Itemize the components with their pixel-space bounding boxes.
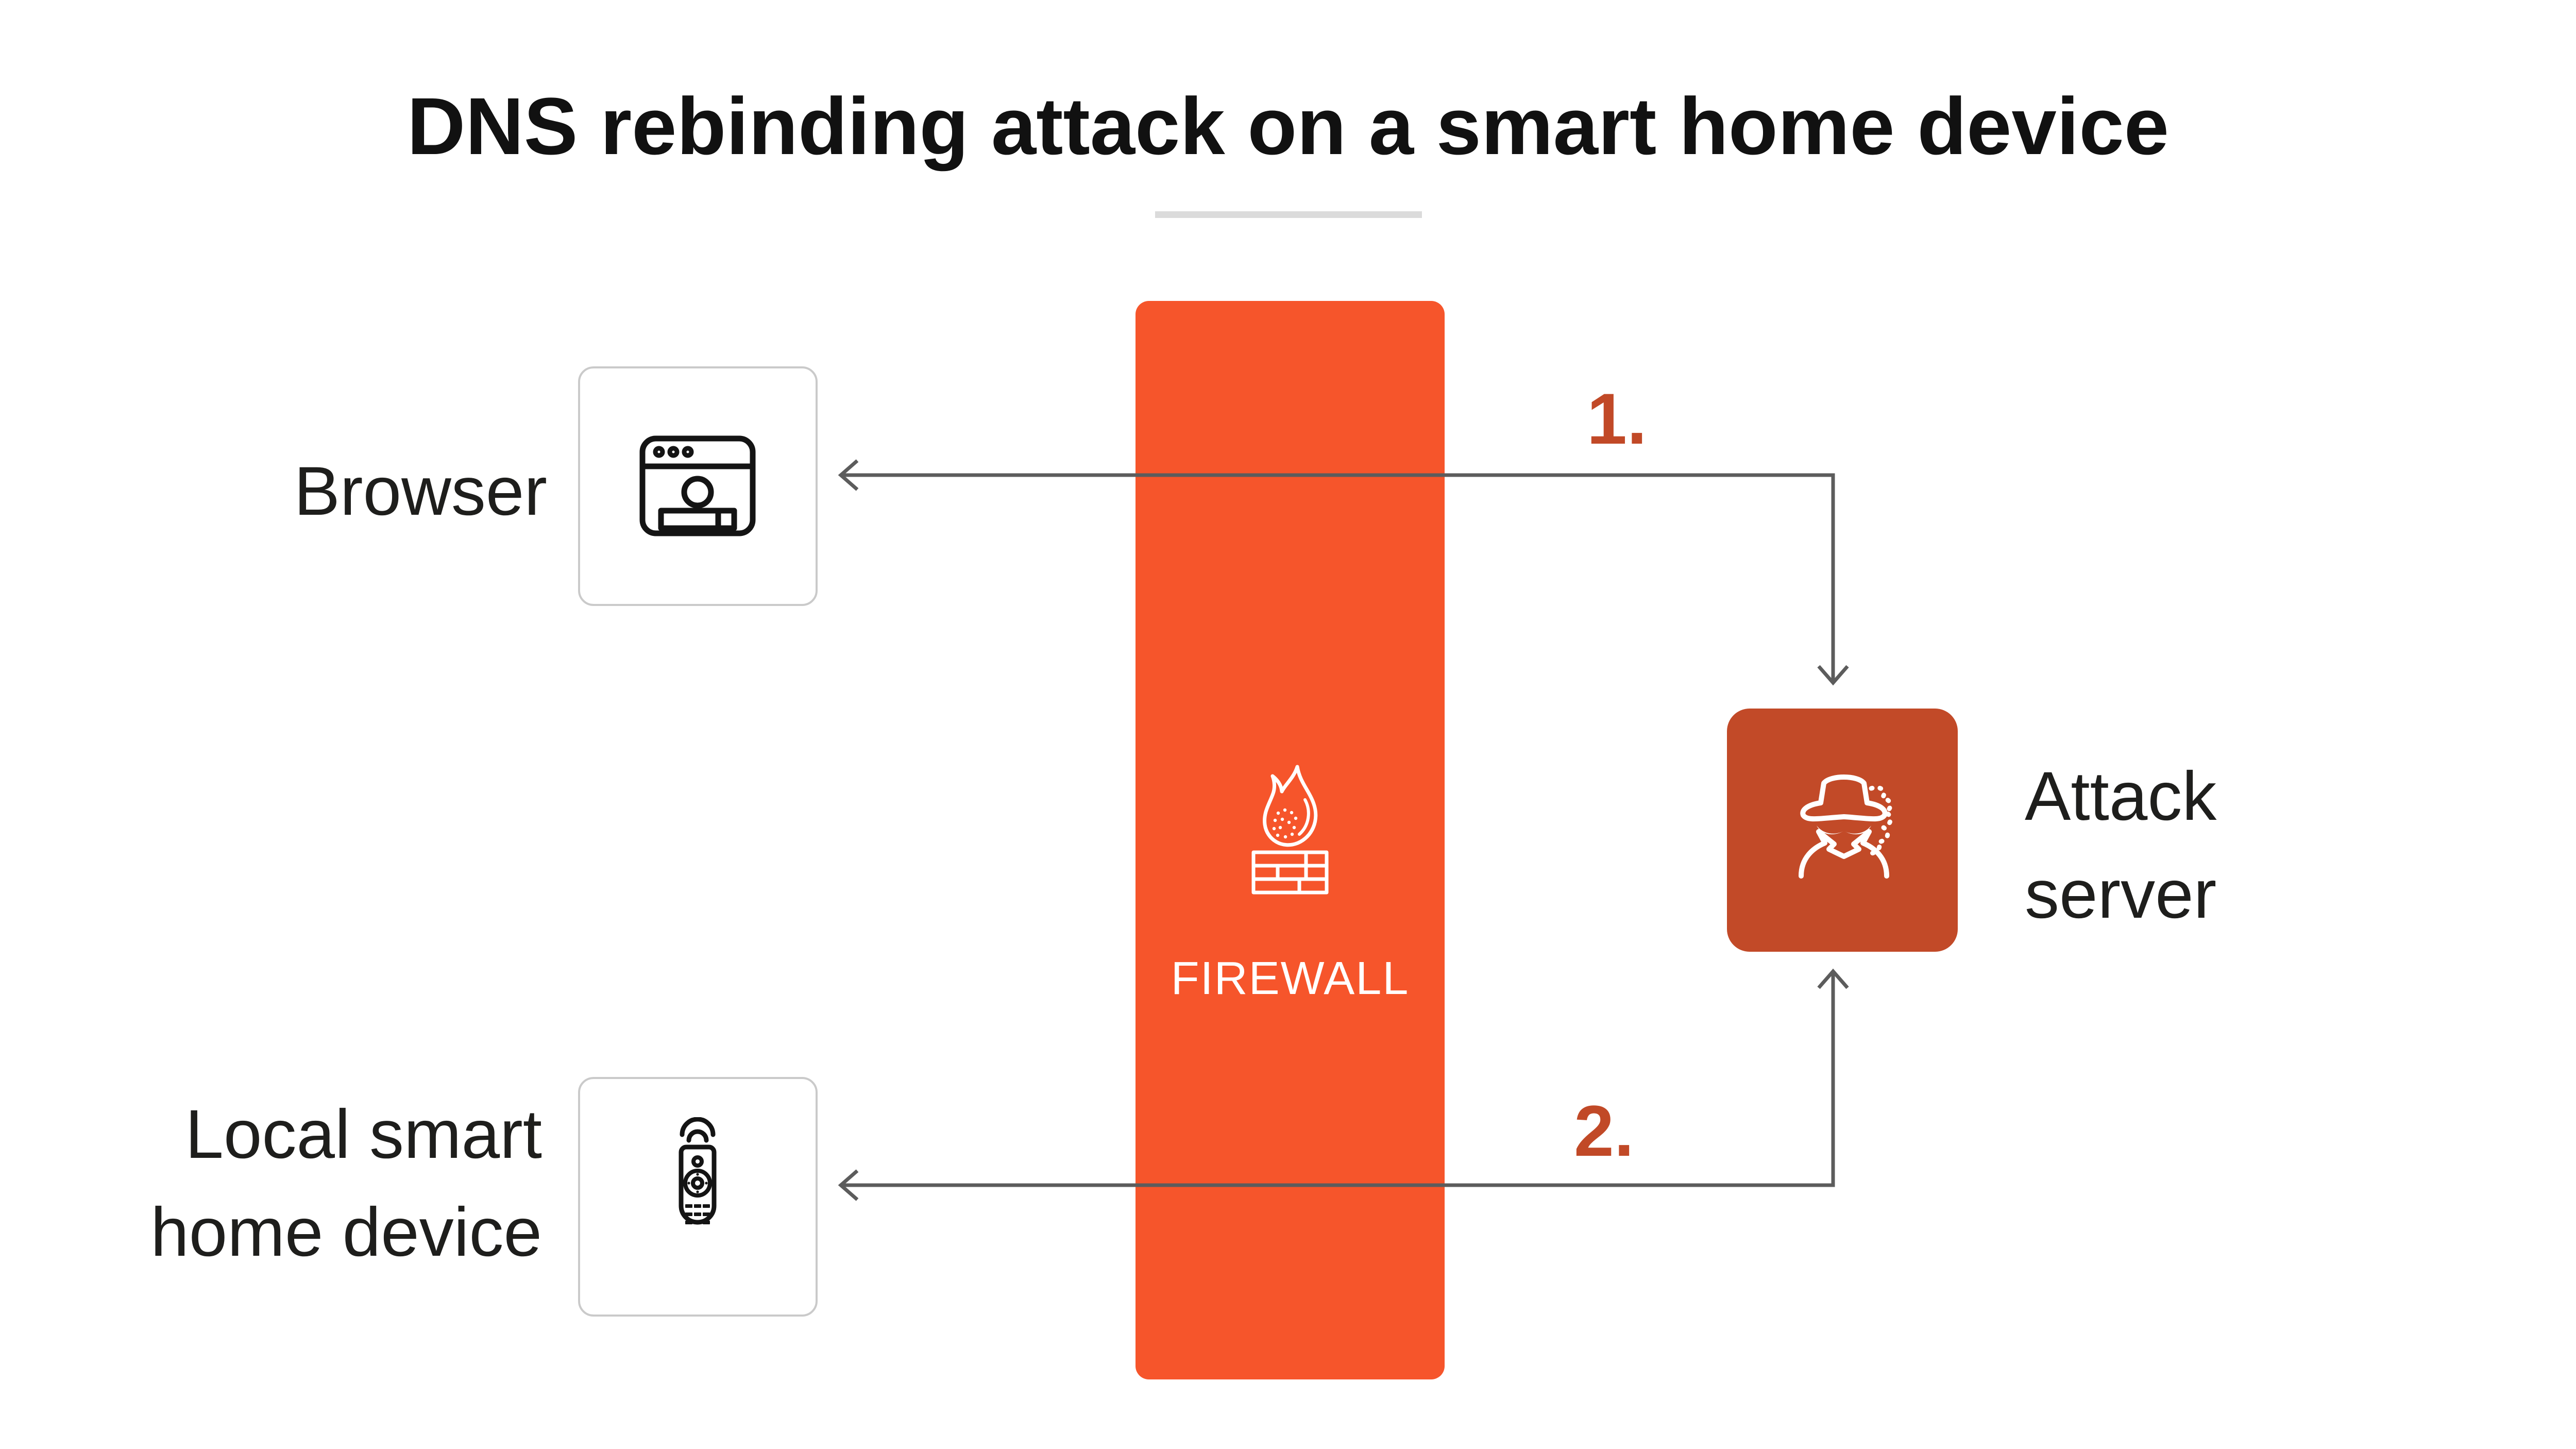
browser-node-box — [578, 366, 818, 606]
browser-label: Browser — [294, 453, 547, 530]
flame-sparks — [1272, 808, 1298, 839]
browser-window-icon — [639, 435, 756, 536]
spy-eyes — [1817, 825, 1871, 835]
step-1-number: 1. — [1587, 378, 1647, 459]
arrow-2-head-up — [1817, 968, 1849, 989]
firewall-label: FIREWALL — [1171, 953, 1410, 1004]
smart-home-device-label: Local smart home device — [0, 1086, 542, 1282]
attack-server-label-line2: server — [2025, 856, 2217, 933]
smart-home-device-label-line1: Local smart — [185, 1096, 542, 1173]
smart-home-device-label-line2: home device — [150, 1194, 542, 1271]
page-title: DNS rebinding attack on a smart home dev… — [406, 81, 2170, 172]
attack-server-label-line1: Attack — [2025, 758, 2217, 835]
attack-server-label: Attack server — [2025, 748, 2216, 943]
title-divider — [1155, 211, 1422, 218]
hacker-spy-icon — [1799, 774, 1893, 879]
arrow-2-head-left — [838, 1169, 859, 1201]
firewall-flame-brick-icon — [1251, 765, 1329, 895]
arrow-1-head-left — [838, 459, 859, 491]
attack-server-node-box — [1727, 709, 1958, 952]
remote-control-icon — [679, 1117, 717, 1225]
step-2-number: 2. — [1574, 1090, 1634, 1171]
arrow-1-head-down — [1817, 665, 1849, 686]
